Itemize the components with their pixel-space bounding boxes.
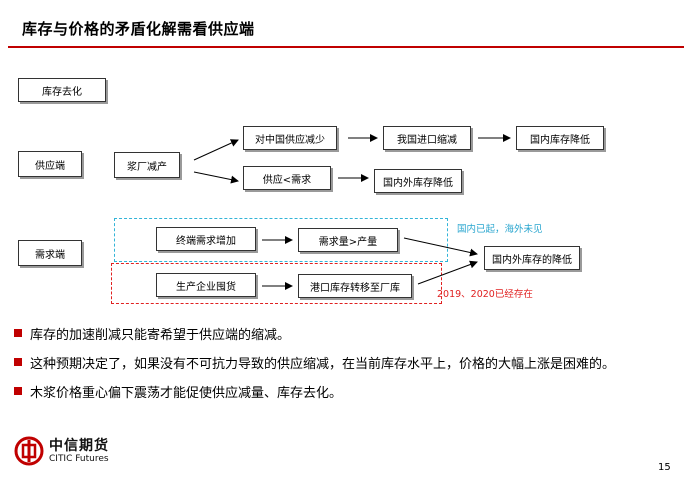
page-number: 15 bbox=[658, 462, 671, 473]
demand-gt-output-box: 需求量>产量 bbox=[298, 228, 398, 252]
global-inventory-fall-box: 国内外库存的降低 bbox=[484, 246, 580, 270]
title-divider bbox=[8, 46, 684, 48]
bullet-square-icon bbox=[14, 329, 22, 337]
arrow-mill-to-china bbox=[193, 139, 239, 161]
logo-chinese-name: 中信期货 bbox=[49, 437, 109, 454]
citic-futures-logo: 中信期货 CITIC Futures bbox=[14, 436, 109, 466]
mill-cut-box: 浆厂减产 bbox=[114, 152, 180, 178]
demand-side-label: 需求端 bbox=[18, 240, 82, 266]
end-demand-up-box: 终端需求增加 bbox=[156, 227, 256, 251]
producer-stockpile-box: 生产企业囤货 bbox=[156, 273, 256, 297]
inventory-destock-box: 库存去化 bbox=[18, 78, 106, 102]
domestic-inventory-down-box: 国内库存降低 bbox=[516, 126, 604, 150]
port-to-mill-box: 港口库存转移至厂库 bbox=[298, 274, 412, 298]
bullet-item: 木浆价格重心偏下震荡才能促使供应减量、库存去化。 bbox=[14, 380, 684, 402]
bullet-square-icon bbox=[14, 387, 22, 395]
overseas-note: 国内已起，海外未见 bbox=[457, 224, 543, 235]
arrow-mill-to-supply-lt-demand bbox=[193, 171, 239, 184]
bullet-text: 库存的加速削减只能寄希望于供应端的缩减。 bbox=[30, 327, 291, 343]
existing-since-2019-note: 2019、2020已经存在 bbox=[437, 289, 533, 300]
bullet-text: 这种预期决定了，如果没有不可抗力导致的供应缩减，在当前库存水平上，价格的大幅上涨… bbox=[30, 356, 616, 372]
imports-down-box: 我国进口缩减 bbox=[383, 126, 471, 150]
china-supply-down-box: 对中国供应减少 bbox=[243, 126, 337, 150]
page-title: 库存与价格的矛盾化解需看供应端 bbox=[22, 20, 255, 38]
logo-english-name: CITIC Futures bbox=[49, 453, 109, 464]
bullet-text: 木浆价格重心偏下震荡才能促使供应减量、库存去化。 bbox=[30, 385, 343, 401]
bullet-item: 库存的加速削减只能寄希望于供应端的缩减。 bbox=[14, 322, 684, 344]
citic-logo-icon bbox=[14, 436, 44, 466]
supply-lt-demand-box: 供应<需求 bbox=[243, 166, 331, 190]
bullet-item: 这种预期决定了，如果没有不可抗力导致的供应缩减，在当前库存水平上，价格的大幅上涨… bbox=[14, 351, 684, 373]
global-inventory-down-box: 国内外库存降低 bbox=[374, 169, 462, 193]
bullet-list: 库存的加速削减只能寄希望于供应端的缩减。 这种预期决定了，如果没有不可抗力导致的… bbox=[14, 322, 684, 409]
supply-side-label: 供应端 bbox=[18, 151, 82, 177]
bullet-square-icon bbox=[14, 358, 22, 366]
